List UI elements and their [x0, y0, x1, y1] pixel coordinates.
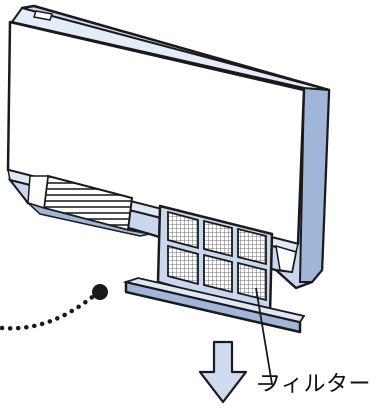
filled-dot-icon	[92, 284, 108, 300]
filter-label: フィルター	[259, 372, 371, 398]
down-arrow-icon	[200, 342, 246, 402]
motion-trail	[2, 284, 108, 328]
